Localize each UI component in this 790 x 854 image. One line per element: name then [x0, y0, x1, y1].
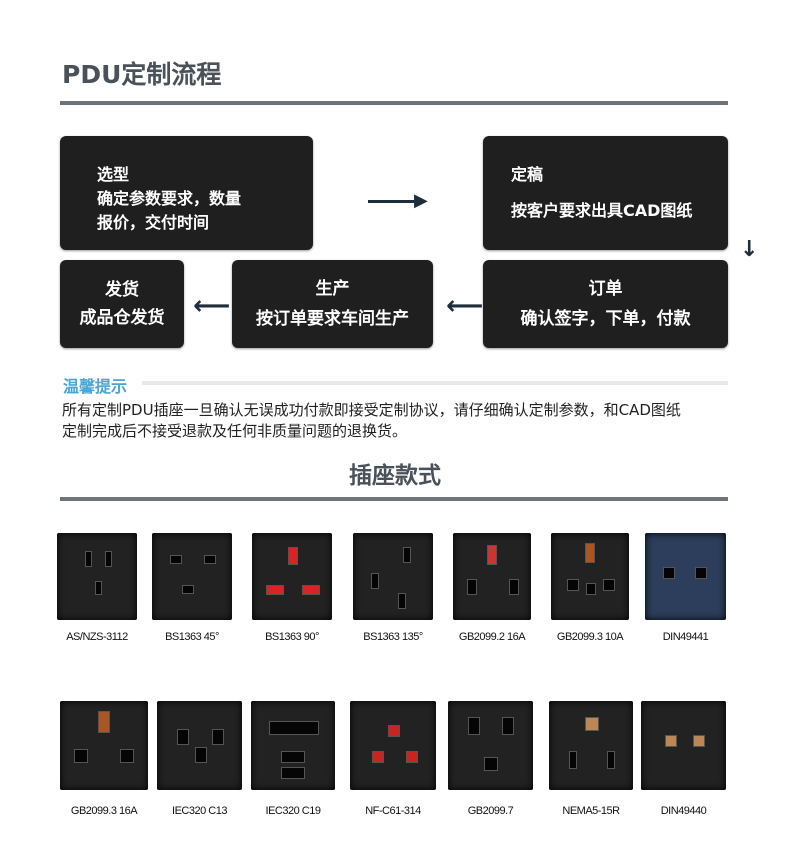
- socket-label: GB2099.7: [467, 805, 514, 817]
- socket-label: NF-C61-314: [365, 805, 421, 817]
- socket-hole-icon: [585, 543, 595, 563]
- socket-hole-icon: [120, 749, 134, 763]
- step-draft: 定稿 按客户要求出具CAD图纸: [483, 136, 728, 250]
- socket-hole-icon: [567, 579, 579, 591]
- socket-label: GB2099.2 16A: [458, 631, 526, 643]
- step-title: 生产: [315, 279, 350, 299]
- step-desc: 确定参数要求，数量: [97, 189, 242, 208]
- socket-hole-icon: [85, 551, 92, 567]
- socket-image: [551, 533, 629, 620]
- socket-label: BS1363 90°: [265, 631, 319, 643]
- step-order: 订单 确认签字，下单，付款: [483, 260, 728, 348]
- step-title: 定稿: [511, 165, 544, 184]
- socket-label: AS/NZS-3112: [66, 631, 128, 643]
- socket-hole-icon: [98, 711, 110, 733]
- notice-line: 定制完成后不接受退款及任何非质量问题的退换货。: [62, 422, 408, 440]
- socket-hole-icon: [388, 725, 400, 737]
- socket-hole-icon: [607, 751, 615, 769]
- socket-hole-icon: [585, 717, 599, 731]
- socket-hole-icon: [95, 581, 102, 595]
- socket-hole-icon: [371, 573, 379, 589]
- step-desc: 报价，交付时间: [97, 213, 210, 232]
- socket-image: [252, 533, 332, 620]
- socket-hole-icon: [269, 721, 319, 735]
- socket-hole-icon: [74, 749, 88, 763]
- socket-image: [353, 533, 433, 620]
- socket-label: BS1363 135°: [363, 631, 423, 643]
- socket-hole-icon: [212, 729, 224, 745]
- socket-image: [641, 701, 726, 790]
- step-title: 发货: [105, 280, 139, 300]
- socket-hole-icon: [372, 751, 384, 763]
- socket-image: [152, 533, 232, 620]
- socket-hole-icon: [281, 767, 305, 779]
- notice-line: 所有定制PDU插座一旦确认无误成功付款即接受定制协议，请仔细确认定制参数，和CA…: [62, 401, 681, 419]
- socket-label: IEC320 C13: [172, 805, 227, 817]
- socket-hole-icon: [468, 717, 480, 735]
- title-divider: [60, 101, 728, 105]
- socket-image: [453, 533, 531, 620]
- sockets-divider: [60, 497, 728, 501]
- step-desc: 按订单要求车间生产: [256, 309, 409, 329]
- socket-hole-icon: [266, 585, 284, 595]
- socket-label: DIN49440: [660, 805, 707, 817]
- socket-hole-icon: [467, 579, 477, 595]
- socket-hole-icon: [665, 735, 677, 747]
- socket-hole-icon: [569, 751, 577, 769]
- sockets-title: 插座款式: [349, 463, 441, 489]
- notice-divider: [142, 381, 728, 385]
- socket-hole-icon: [663, 567, 675, 579]
- socket-hole-icon: [182, 585, 194, 594]
- socket-image: [57, 533, 137, 620]
- socket-hole-icon: [693, 735, 705, 747]
- socket-image: [549, 701, 633, 790]
- step-ship: 发货 成品仓发货: [60, 260, 184, 348]
- socket-hole-icon: [403, 547, 411, 563]
- step-desc: 成品仓发货: [79, 308, 165, 328]
- socket-image: [251, 701, 335, 790]
- socket-label: BS1363 45°: [165, 631, 219, 643]
- socket-hole-icon: [695, 567, 707, 579]
- socket-image: [645, 533, 726, 620]
- socket-hole-icon: [484, 757, 498, 771]
- socket-label: GB2099.3 16A: [70, 805, 138, 817]
- arrow-left-icon: ⟵: [193, 291, 231, 321]
- socket-image: [350, 701, 436, 790]
- socket-hole-icon: [281, 751, 305, 763]
- step-desc: 按客户要求出具CAD图纸: [511, 201, 693, 220]
- socket-hole-icon: [177, 729, 189, 745]
- socket-label: NEMA5-15R: [562, 805, 620, 817]
- step-title: 选型: [97, 165, 130, 184]
- step-desc: 确认签字，下单，付款: [520, 309, 691, 329]
- socket-hole-icon: [502, 717, 514, 735]
- arrow-right-icon: [368, 200, 420, 203]
- notice-text: 所有定制PDU插座一旦确认无误成功付款即接受定制协议，请仔细确认定制参数，和CA…: [62, 400, 742, 442]
- step-produce: 生产 按订单要求车间生产: [232, 260, 433, 348]
- socket-hole-icon: [398, 593, 406, 609]
- arrow-left-icon: ⟵: [446, 291, 484, 321]
- socket-hole-icon: [105, 551, 112, 567]
- socket-label: IEC320 C19: [265, 805, 321, 817]
- step-title: 订单: [588, 279, 623, 299]
- socket-hole-icon: [195, 747, 207, 763]
- socket-label: GB2099.3 10A: [556, 631, 624, 643]
- socket-hole-icon: [204, 555, 216, 564]
- socket-hole-icon: [487, 545, 497, 565]
- socket-hole-icon: [170, 555, 182, 564]
- notice-title: 温馨提示: [63, 377, 128, 396]
- socket-hole-icon: [586, 583, 596, 595]
- socket-hole-icon: [509, 579, 519, 595]
- socket-hole-icon: [302, 585, 320, 595]
- socket-image: [448, 701, 533, 790]
- step-select: 选型 确定参数要求，数量 报价，交付时间: [60, 136, 313, 250]
- socket-hole-icon: [406, 751, 418, 763]
- socket-image: [157, 701, 242, 790]
- arrow-right-icon: ▶: [414, 190, 428, 211]
- process-title: PDU定制流程: [62, 60, 222, 89]
- arrow-down-icon: ↓: [740, 237, 759, 262]
- socket-image: [60, 701, 148, 790]
- socket-hole-icon: [603, 579, 615, 591]
- socket-label: DIN49441: [662, 631, 709, 643]
- socket-hole-icon: [288, 547, 298, 565]
